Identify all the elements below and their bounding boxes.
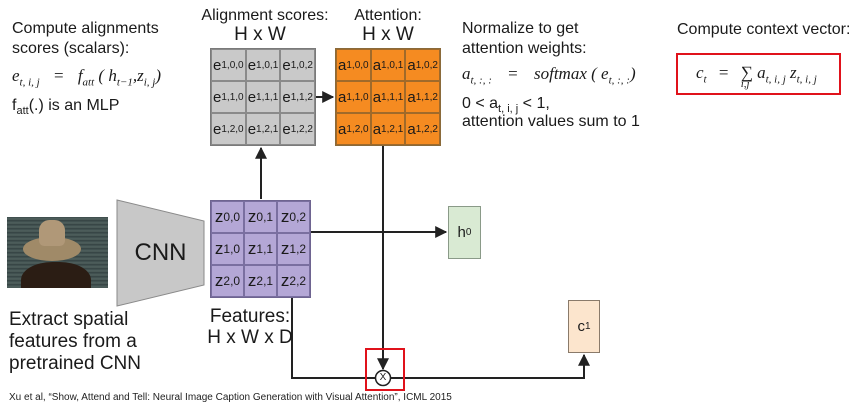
formula-e: e bbox=[12, 66, 20, 85]
context-vector-formula-box: ct = ∑ i,j at, i, j zt, i, j bbox=[676, 53, 841, 95]
cnn-trapezoid bbox=[116, 199, 205, 307]
alignment-formula: et, i, j = fatt ( ht−1,zi, j) bbox=[12, 66, 161, 89]
mlp-note: fatt(.) is an MLP bbox=[12, 97, 120, 118]
softmax-formula: at, :, : = softmax ( et, :, :) bbox=[462, 64, 636, 87]
extract-line2: features from a bbox=[9, 331, 137, 352]
alignment-grid-dims: H x W bbox=[234, 24, 286, 45]
hat-crown bbox=[39, 220, 65, 246]
features-label: Features: bbox=[209, 306, 291, 327]
extract-line3: pretrained CNN bbox=[9, 353, 141, 374]
alignment-grid-title: Alignment scores: bbox=[201, 7, 329, 24]
citation: Xu et al, “Show, Attend and Tell: Neural… bbox=[9, 392, 452, 403]
line-features-to-multiply bbox=[291, 298, 375, 379]
alignment-description-line1: Compute alignments bbox=[12, 20, 159, 37]
cnn-label: CNN bbox=[134, 239, 187, 266]
sum-symbol: ∑ bbox=[740, 63, 753, 82]
extract-line1: Extract spatial bbox=[9, 309, 129, 330]
context-vector-title: Compute context vector: bbox=[677, 21, 851, 38]
context-vector-formula: ct = ∑ i,j at, i, j zt, i, j bbox=[696, 63, 817, 90]
attention-grid-title: Attention: bbox=[354, 7, 422, 24]
normalize-line2: attention weights: bbox=[462, 40, 587, 57]
arrow-multiply-to-c1 bbox=[391, 353, 590, 379]
multiply-symbol: X bbox=[379, 372, 387, 383]
multiply-highlight-box bbox=[365, 348, 405, 391]
normalize-line1: Normalize to get bbox=[462, 20, 579, 37]
person-shoulders bbox=[21, 262, 91, 288]
attention-sum-note: attention values sum to 1 bbox=[462, 113, 640, 130]
input-image bbox=[7, 217, 108, 288]
multiply-circle bbox=[374, 369, 392, 387]
alignment-description-line2: scores (scalars): bbox=[12, 40, 130, 57]
attention-bounds: 0 < at, i, j < 1, bbox=[462, 95, 550, 116]
features-dims: H x W x D bbox=[207, 327, 293, 348]
attention-grid-dims: H x W bbox=[362, 24, 414, 45]
